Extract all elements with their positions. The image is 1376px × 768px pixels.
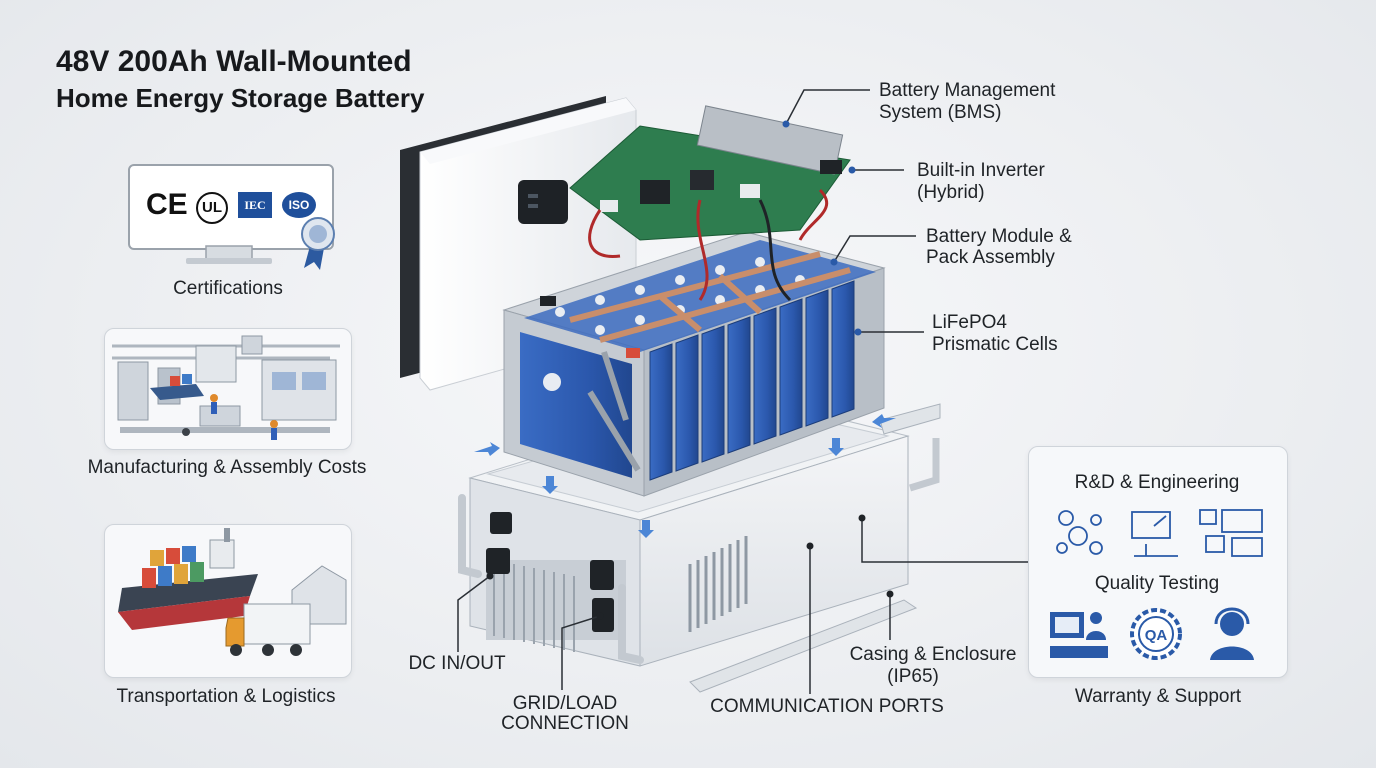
casing-callout-line2: (IP65)	[887, 666, 939, 687]
rnd-icons	[1056, 509, 1263, 557]
casing-callout-line1: Casing & Enclosure	[849, 644, 1017, 665]
qa-badge-icon: QA	[1130, 608, 1182, 660]
manufacturing-label: Manufacturing & Assembly Costs	[87, 457, 367, 478]
award-ribbon-icon	[301, 217, 335, 270]
page-subtitle: Home Energy Storage Battery	[56, 83, 425, 113]
cargo-ship-truck-icon	[118, 528, 347, 656]
cells-callout-line1: LiFePO4	[932, 312, 1007, 333]
warranty-label: Warranty & Support	[1074, 686, 1242, 707]
callout-dots	[486, 120, 894, 620]
rnd-label: R&D & Engineering	[1074, 472, 1240, 493]
ul-mark-icon: UL	[196, 192, 228, 224]
ce-mark-icon: CE	[146, 188, 188, 221]
bms-callout-line1: Battery Management	[879, 80, 1056, 101]
bms-pcb-board	[569, 105, 851, 302]
quality-testing-label: Quality Testing	[1094, 573, 1220, 594]
assembly-arrows	[474, 414, 896, 538]
module-callout-line2: Pack Assembly	[926, 247, 1055, 268]
page-title: 48V 200Ah Wall-Mounted	[56, 45, 412, 78]
callout-leader-lines	[457, 89, 1028, 694]
computer-user-icon	[1050, 612, 1108, 658]
grid-callout-line2: CONNECTION	[501, 713, 629, 734]
dc-inout-callout: DC IN/OUT	[408, 653, 506, 674]
monitor-stand	[186, 245, 272, 264]
bms-callout-line2: System (BMS)	[879, 102, 1002, 123]
iec-mark-icon: IEC	[238, 192, 272, 218]
module-callout-line1: Battery Module &	[926, 226, 1072, 247]
transportation-label: Transportation & Logistics	[116, 686, 336, 707]
comm-ports-callout: COMMUNICATION PORTS	[710, 696, 944, 717]
inverter-callout-line1: Built-in Inverter	[917, 160, 1045, 181]
factory-illustration-icon	[112, 335, 340, 440]
certifications-label: Certifications	[173, 278, 283, 299]
grid-callout-line1: GRID/LOAD	[512, 693, 618, 714]
cells-callout-line2: Prismatic Cells	[932, 334, 1058, 355]
qa-badge-text: QA	[1145, 627, 1168, 644]
battery-module	[502, 231, 886, 497]
iso-mark-icon: ISO	[282, 192, 316, 218]
inverter-callout-line2: (Hybrid)	[917, 182, 985, 203]
support-headset-icon	[1210, 607, 1254, 660]
